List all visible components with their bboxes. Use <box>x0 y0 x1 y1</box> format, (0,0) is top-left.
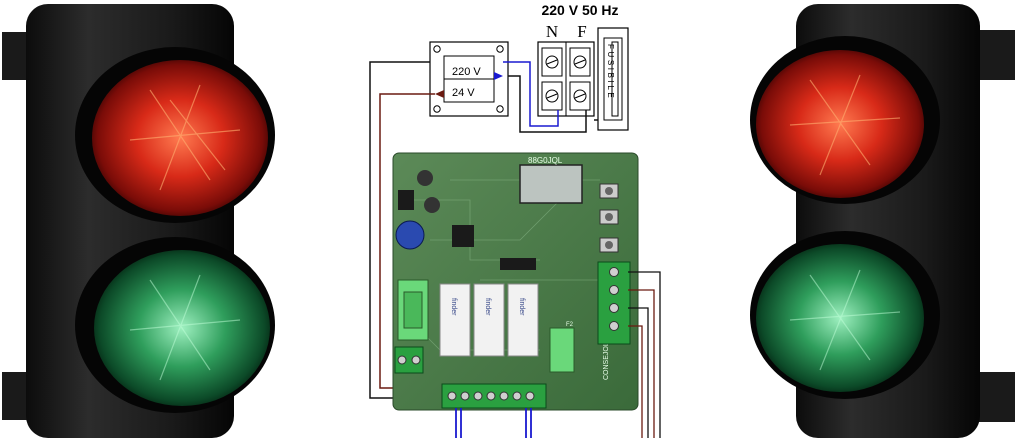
led-streak <box>159 84 201 191</box>
screw-icon <box>447 391 457 401</box>
green-lamp <box>75 237 275 413</box>
screw-icon <box>609 303 619 313</box>
green-lamp <box>750 231 940 399</box>
ic-chip <box>500 258 536 270</box>
capacitor <box>417 170 433 186</box>
screw-icon <box>499 391 509 401</box>
led-streak <box>819 74 861 176</box>
wire-blue <box>503 61 559 127</box>
control-board: 88G0JQL finder finder finder F2 CONSEJ <box>392 152 639 411</box>
primary-voltage: 220 V <box>452 66 481 78</box>
led-streak <box>819 269 861 371</box>
red-lamp <box>750 36 940 204</box>
screw-icon <box>525 391 535 401</box>
wire-brown <box>628 325 643 438</box>
board-button-cap <box>605 187 613 195</box>
screw-icon <box>609 321 619 331</box>
relay-label: finder <box>450 298 457 316</box>
red-lamp <box>75 47 275 223</box>
relay <box>473 283 505 357</box>
mounting-hole <box>433 105 441 113</box>
lcd-display <box>519 164 583 204</box>
screw-icon <box>411 355 421 365</box>
supply-title: 220 V 50 Hz <box>541 2 618 18</box>
secondary-voltage: 24 V <box>452 87 475 99</box>
relay-bank: finder finder finder <box>439 283 539 357</box>
board-button-cap <box>605 213 613 221</box>
relay <box>507 283 539 357</box>
led-streak <box>159 274 201 381</box>
screw-icon <box>512 391 522 401</box>
led-streak <box>129 129 241 141</box>
transformer: 220 V 24 V <box>429 41 509 117</box>
wire-brown <box>628 289 655 438</box>
board-fuse-label: F2 <box>566 322 574 328</box>
phase-label: F <box>577 22 586 41</box>
wire-black <box>508 75 587 133</box>
mounting-hole <box>496 45 504 53</box>
led-streak <box>789 117 901 126</box>
traffic-light-left <box>2 4 275 438</box>
mounting-hole <box>433 45 441 53</box>
output-wiring <box>455 271 661 438</box>
fuse-holder: FUSIBILE <box>597 27 629 131</box>
mounting-bracket <box>975 372 1015 422</box>
capacitor <box>424 197 440 213</box>
screw-icon <box>397 355 407 365</box>
traffic-light-right <box>750 4 1015 438</box>
mounting-bracket <box>2 32 30 80</box>
fuse-label: FUSIBILE <box>606 44 615 100</box>
neutral-label: N <box>546 22 558 41</box>
wire-black <box>628 271 661 438</box>
mains-terminal-block: N F <box>537 22 595 117</box>
screw-icon <box>473 391 483 401</box>
board-side-label: CONSEJOL <box>603 342 610 380</box>
fuse-block <box>549 327 575 373</box>
relay <box>439 283 471 357</box>
led-streak <box>809 274 871 361</box>
led-streak <box>129 319 241 331</box>
relay-label: finder <box>518 298 525 316</box>
header-pins <box>452 225 474 247</box>
regulator <box>398 190 414 210</box>
mounting-hole <box>496 105 504 113</box>
input-arrow-icon <box>494 72 503 80</box>
bottom-screws <box>447 391 535 401</box>
screw-icon <box>609 285 619 295</box>
screw-icon <box>486 391 496 401</box>
board-button-cap <box>605 241 613 249</box>
screw-icon <box>460 391 470 401</box>
wire-black <box>628 307 649 438</box>
chip-label: 88G0JQL <box>528 156 563 165</box>
led-streak <box>789 311 901 321</box>
mounting-bracket <box>975 30 1015 80</box>
led-streak <box>169 99 226 171</box>
relay-label: finder <box>484 298 491 316</box>
mounting-bracket <box>2 372 30 420</box>
screw-icon <box>609 267 619 277</box>
led-streak <box>809 79 871 166</box>
output-arrow-icon <box>435 90 444 98</box>
capacitor <box>395 220 425 250</box>
